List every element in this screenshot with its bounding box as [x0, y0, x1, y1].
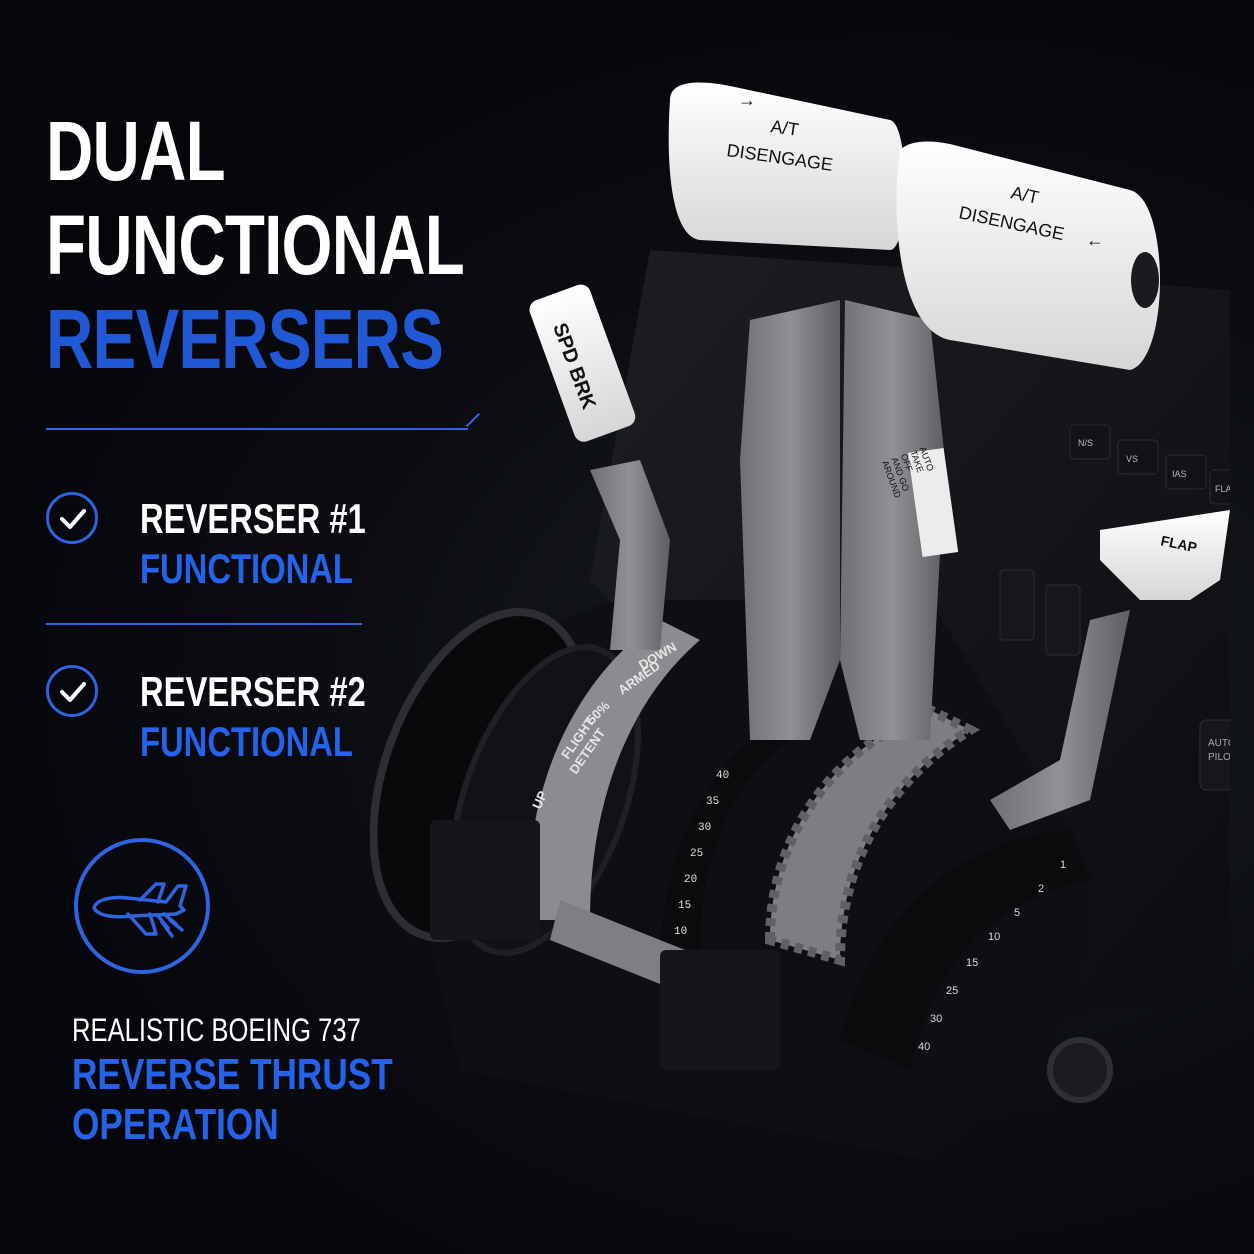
toga-placard [907, 448, 959, 557]
flap-tick: 10 [988, 931, 1000, 943]
feature-title: REVERSER #1 [140, 495, 366, 542]
trim-tick: 30 [698, 822, 711, 834]
trim-tick: 25 [690, 848, 703, 860]
flap-handle [1100, 510, 1230, 600]
flap-tick: 5 [1014, 907, 1020, 919]
handle-label-top: A/T [769, 116, 800, 140]
front-foot-left [430, 820, 540, 940]
headline-line-3: REVERSERS [46, 292, 444, 386]
thrust-handle-1: → A/T DISENGAGE [668, 82, 905, 250]
autopilot-label: PILOT [1208, 752, 1230, 763]
headline: DUAL FUNCTIONAL REVERSERS [46, 104, 465, 386]
front-foot-right [660, 950, 780, 1070]
tagline-line-3: OPERATION [72, 1100, 279, 1149]
feature-status: FUNCTIONAL [140, 545, 353, 592]
check-circle-icon [46, 492, 98, 544]
flap-tick: 40 [918, 1041, 930, 1053]
trim-tick: 40 [716, 770, 729, 782]
throttle-quadrant-image: N/S VS IAS FLAPS AUTO PILOT DOWN ARMED 5… [370, 82, 1230, 1160]
trim-indicator [660, 730, 790, 950]
mcp-button-label: N/S [1078, 438, 1093, 448]
stab-trim-wheel [764, 704, 981, 967]
tagline-line-2: REVERSE THRUST [72, 1050, 393, 1099]
tagline: REALISTIC BOEING 737 REVERSE THRUST OPER… [72, 1010, 393, 1150]
mcp-button-label: IAS [1172, 469, 1187, 479]
divider-top [46, 428, 468, 430]
detent-label: UP [529, 788, 550, 811]
handle-arrow: ← [1086, 230, 1104, 250]
trim-tick: 10 [674, 926, 687, 938]
trim-tick: 15 [678, 900, 691, 912]
flap-tick: 30 [930, 1013, 942, 1025]
divider-middle [46, 623, 362, 625]
thrust-lever-2 [840, 300, 945, 740]
trim-scale: 40 35 30 25 20 15 10 [674, 770, 729, 938]
mcp-buttons: N/S VS IAS FLAPS AUTO PILOT [999, 424, 1230, 791]
flap-lever [990, 610, 1130, 830]
speedbrake-arc [528, 620, 700, 920]
flap-scale: 1 2 5 10 15 25 30 40 [918, 859, 1066, 1053]
flap-tick: 25 [946, 985, 958, 997]
flap-tick: 2 [1038, 883, 1044, 895]
tagline-line-1: REALISTIC BOEING 737 [72, 1012, 361, 1048]
handle-arrow: → [738, 90, 756, 110]
thrust-handle-2: A/T DISENGAGE ← [896, 141, 1160, 370]
flap-label: FLAP [1159, 532, 1198, 555]
flap-tick: 15 [966, 957, 978, 969]
headline-line-1: DUAL [46, 104, 226, 198]
trim-knob [1047, 1037, 1113, 1103]
check-circle-icon [46, 665, 98, 717]
feature-status: FUNCTIONAL [140, 718, 353, 765]
speedbrake-lever [590, 460, 670, 650]
trim-tick: 35 [706, 796, 719, 808]
headline-line-2: FUNCTIONAL [46, 198, 465, 292]
trim-tick: 20 [684, 874, 697, 886]
speedbrake-handle: SPD BRK [529, 284, 636, 442]
mcp-button-label: FLAPS [1215, 484, 1230, 494]
reverse-thrust-plane-icon [74, 838, 210, 974]
thrust-lever-1 [740, 300, 840, 740]
autopilot-label: AUTO [1208, 738, 1230, 749]
flap-tick: 1 [1060, 859, 1066, 871]
flap-indicator [840, 830, 1090, 1070]
feature-title: REVERSER #2 [140, 668, 366, 715]
mcp-button-label: VS [1126, 454, 1138, 464]
